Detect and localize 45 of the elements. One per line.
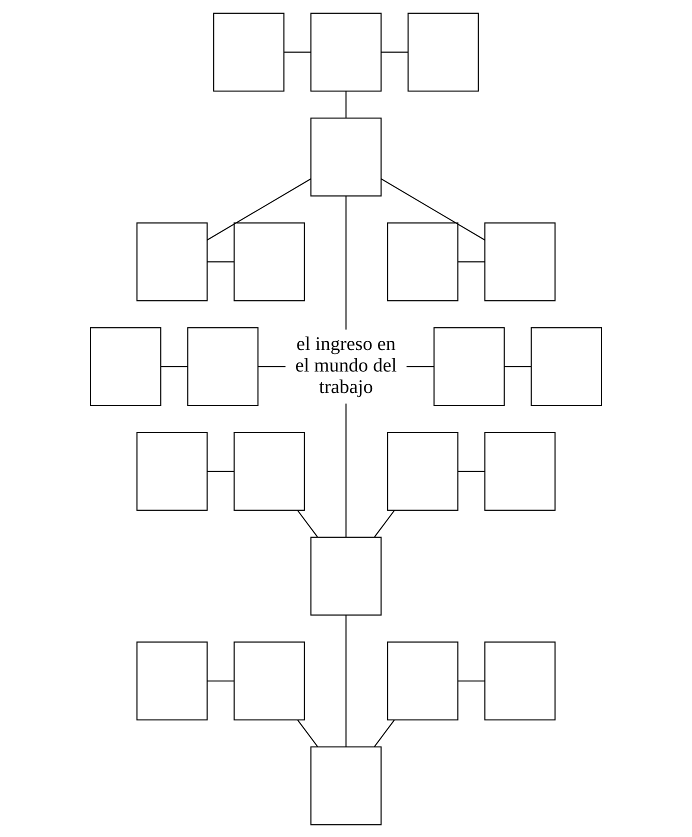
- node-box: [387, 222, 458, 301]
- node-text: el ingreso en el mundo del trabajo: [295, 333, 397, 398]
- node-box: [408, 12, 479, 92]
- connector: [345, 403, 347, 537]
- connector: [458, 260, 485, 262]
- node-box: [213, 12, 284, 92]
- connector: [207, 260, 234, 262]
- node-box: [234, 431, 305, 510]
- node-box: [90, 326, 162, 406]
- connector: [284, 51, 311, 52]
- connector: [207, 680, 234, 682]
- connector: [345, 614, 347, 746]
- connector: [206, 178, 312, 240]
- node-box: [310, 117, 382, 196]
- node-box: [310, 12, 382, 92]
- node-box: [234, 641, 305, 720]
- node-box: [434, 326, 505, 406]
- connector: [258, 366, 286, 367]
- node-box: [187, 326, 258, 406]
- connector: [381, 51, 408, 52]
- connector: [458, 680, 485, 682]
- connector: [345, 195, 347, 330]
- connector: [297, 719, 318, 746]
- node-box: [530, 326, 602, 406]
- node-box: [136, 641, 208, 720]
- node-box: [484, 431, 556, 510]
- connector: [458, 470, 485, 472]
- connector: [374, 510, 395, 537]
- connector: [374, 719, 395, 746]
- connector: [345, 90, 347, 118]
- node-box: [484, 641, 556, 720]
- node-box: [234, 222, 305, 301]
- node-box: [136, 222, 208, 301]
- connector: [380, 178, 486, 240]
- connector: [297, 510, 318, 537]
- connector: [160, 366, 188, 367]
- node-box: [136, 431, 208, 510]
- node-box: [310, 536, 382, 616]
- connector: [504, 366, 532, 367]
- node-box: [387, 431, 458, 510]
- node-box: [310, 746, 382, 825]
- connector: [406, 366, 434, 367]
- node-box: [387, 641, 458, 720]
- node-box: [484, 222, 556, 301]
- connector: [207, 470, 234, 472]
